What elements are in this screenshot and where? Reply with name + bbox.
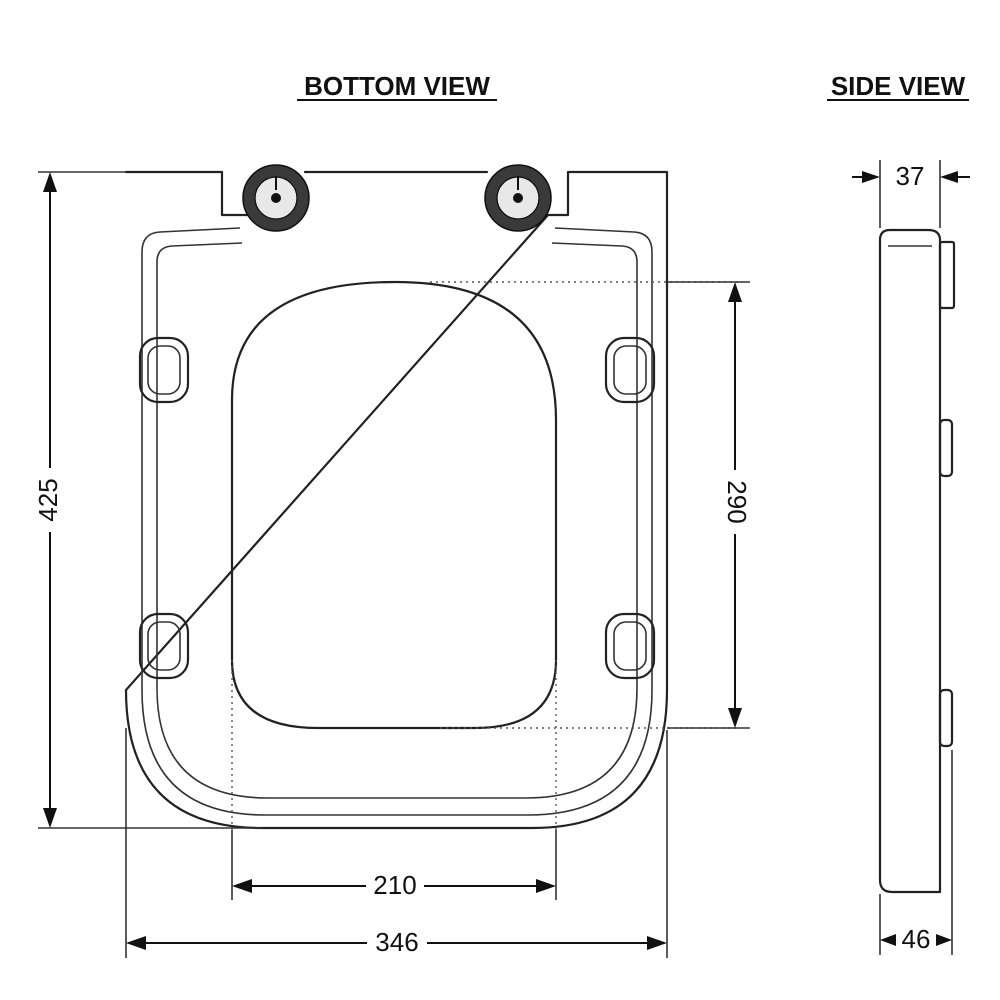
seat-inner-channel	[156, 242, 638, 799]
arrow-right-icon	[647, 936, 667, 950]
arrow-down-icon	[43, 808, 57, 828]
dimension-label-346: 346	[375, 927, 418, 957]
dimension-label-425: 425	[33, 478, 63, 521]
side-hinge-lug	[938, 240, 956, 310]
label-backdrop	[367, 929, 427, 957]
label-backdrop	[36, 468, 64, 532]
bottom-view-heading: BOTTOM VIEW	[297, 71, 497, 101]
hinge-left	[242, 164, 310, 232]
hinge-right-bolt-icon	[513, 193, 523, 203]
side-view-title: SIDE VIEW	[831, 71, 966, 101]
dimension-side-top: 37	[852, 160, 970, 228]
arrow-down-icon	[728, 708, 742, 728]
arrow-right-icon	[862, 171, 880, 183]
dimension-side-bottom: 46	[879, 750, 953, 955]
seat-opening	[230, 280, 558, 730]
arrow-left-icon	[940, 171, 958, 183]
side-profile-outline	[878, 228, 942, 894]
seat-side-view	[878, 228, 956, 894]
bumper-top-left-inner	[147, 345, 181, 395]
hinge-right	[484, 164, 552, 232]
dimension-opening-width: 210	[231, 830, 557, 900]
bumper-bottom-left	[138, 612, 190, 680]
side-bumper-lower	[938, 688, 954, 748]
dimension-opening-length: 290	[667, 281, 752, 729]
bumper-bottom-right	[604, 612, 656, 680]
dimension-label-210: 210	[373, 870, 416, 900]
dimension-label-37: 37	[896, 161, 925, 191]
bottom-view-title: BOTTOM VIEW	[304, 71, 490, 101]
bumper-bottom-right-inner	[613, 621, 647, 671]
seat-inner-rim	[141, 227, 653, 816]
dimension-label-290: 290	[722, 480, 752, 523]
bumper-top-right	[604, 336, 656, 404]
dimension-overall-length: 425	[33, 171, 262, 829]
arrow-left-icon	[126, 936, 146, 950]
arrow-right-icon	[536, 879, 556, 893]
bumper-bottom-left-inner	[147, 621, 181, 671]
arrow-left-icon	[232, 879, 252, 893]
dimension-label-46: 46	[902, 924, 931, 954]
label-backdrop	[366, 872, 424, 900]
arrow-up-icon	[43, 172, 57, 192]
arrow-left-icon	[880, 934, 896, 946]
arrow-up-icon	[728, 282, 742, 302]
bumper-top-right-inner	[613, 345, 647, 395]
dimension-overall-width: 346	[125, 728, 668, 958]
arrow-right-icon	[936, 934, 952, 946]
side-view-heading: SIDE VIEW	[827, 71, 969, 101]
bumper-top-left	[138, 336, 190, 404]
seat-bottom-view	[124, 164, 740, 830]
seat-outer-outline	[124, 170, 669, 830]
hinge-left-bolt-icon	[271, 193, 281, 203]
label-backdrop	[721, 470, 749, 534]
side-bumper-upper	[938, 418, 954, 478]
